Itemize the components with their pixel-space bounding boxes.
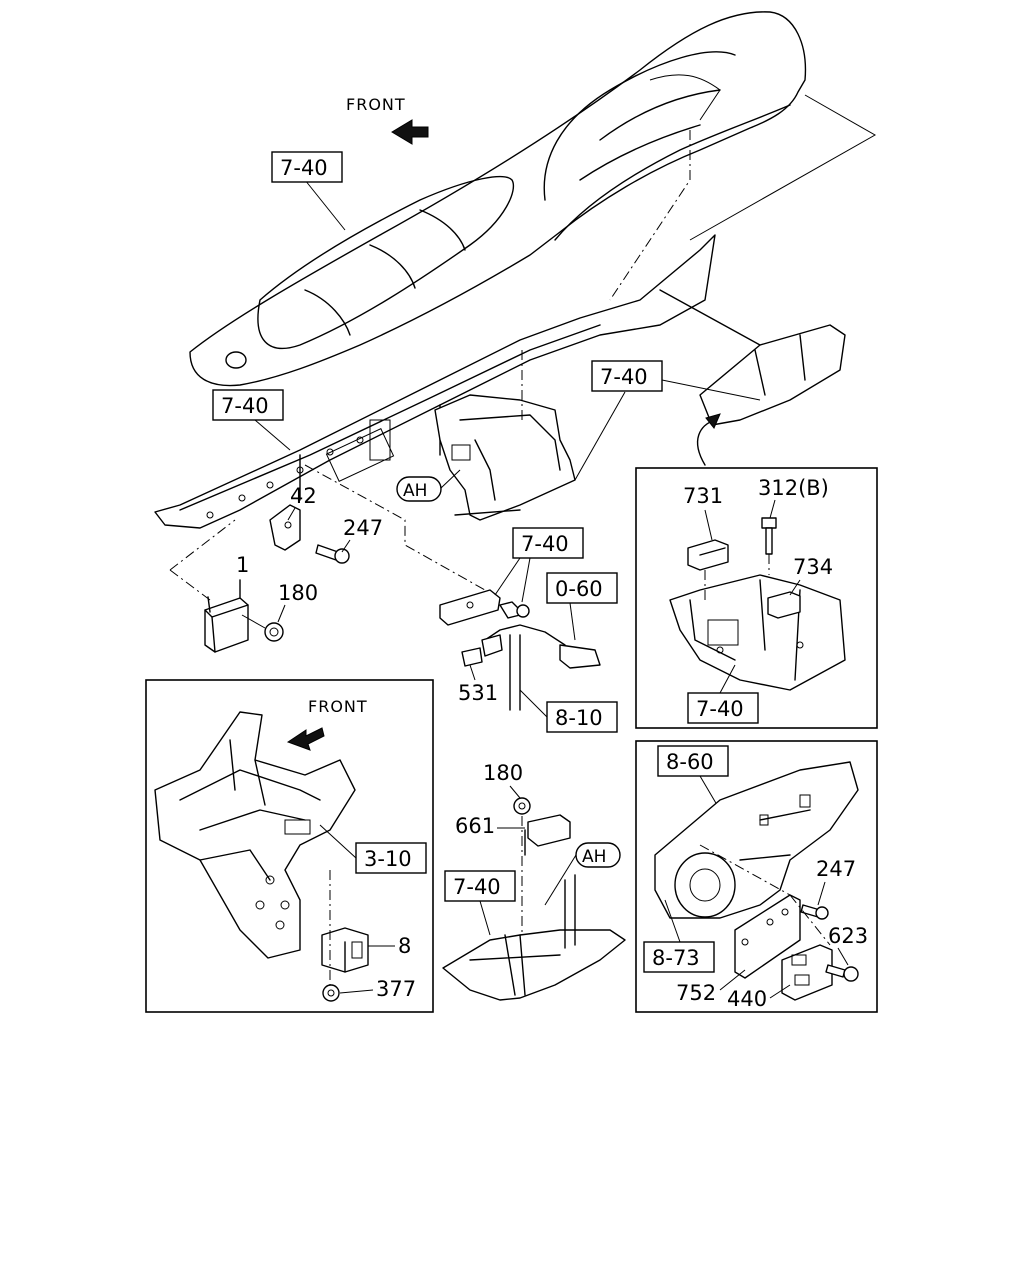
bolt-312b [761, 517, 777, 555]
front-arrow-lower [286, 727, 325, 751]
svg-text:7-40: 7-40 [280, 156, 328, 180]
bracket-42 [269, 504, 301, 551]
ref-box-8-10: 8-10 [546, 701, 618, 733]
callout-531: 531 [458, 681, 498, 705]
svg-text:7-40: 7-40 [453, 875, 501, 899]
svg-text:AH: AH [582, 847, 606, 867]
svg-text:8-10: 8-10 [555, 706, 603, 730]
callout-377: 377 [376, 977, 416, 1001]
callout-734: 734 [793, 555, 833, 579]
svg-text:7-40: 7-40 [600, 365, 648, 389]
svg-text:0-60: 0-60 [555, 577, 603, 601]
wire-harness [461, 624, 601, 711]
callout-247-right: 247 [816, 857, 856, 881]
svg-text:8-73: 8-73 [652, 946, 700, 970]
instrument-panel [189, 11, 807, 387]
center-bracket [434, 350, 576, 521]
callout-440: 440 [727, 987, 767, 1011]
callout-42: 42 [290, 484, 317, 508]
nut-377 [322, 984, 340, 1002]
bolt-247-left [315, 544, 350, 564]
ref-box-7-40-b: 7-40 [212, 389, 284, 421]
ref-box-7-40-c: 7-40 [591, 360, 663, 392]
heater-unit [654, 761, 859, 919]
bolt-623 [825, 964, 859, 982]
front-label-top: FRONT [346, 95, 406, 114]
cross-member-beam [154, 234, 846, 529]
callout-731: 731 [683, 484, 723, 508]
svg-text:AH: AH [403, 481, 427, 501]
callout-8: 8 [398, 934, 411, 958]
detail-panel-right-bottom [635, 740, 878, 1013]
bracket-detail-right [669, 574, 846, 691]
callout-752: 752 [676, 981, 716, 1005]
svg-text:3-10: 3-10 [364, 847, 412, 871]
callout-1: 1 [236, 553, 249, 577]
relay-731 [687, 539, 729, 571]
svg-text:7-40: 7-40 [221, 394, 269, 418]
ref-box-7-40-f: 7-40 [444, 870, 516, 902]
svg-text:7-40: 7-40 [696, 697, 744, 721]
module-440 [781, 944, 833, 1001]
callout-312b: 312(B) [758, 476, 829, 500]
ref-box-8-60: 8-60 [657, 745, 729, 777]
callout-623: 623 [828, 924, 868, 948]
callout-661: 661 [455, 814, 495, 838]
svg-text:8-60: 8-60 [666, 750, 714, 774]
ref-box-7-40-d: 7-40 [512, 527, 584, 559]
bolt-247-right [800, 904, 829, 920]
nut-180-lower [513, 797, 531, 815]
circle-ref-ah-lower: AH [575, 842, 621, 868]
callout-180-lower: 180 [483, 761, 523, 785]
ref-box-7-40-a: 7-40 [271, 151, 343, 183]
detail-panel-right-top [635, 467, 878, 729]
relay-734 [767, 591, 801, 619]
front-label-lower: FRONT [308, 697, 368, 716]
floor-bracket [154, 711, 356, 959]
detail-panel-left-bottom [145, 679, 434, 1013]
callout-247: 247 [343, 516, 383, 540]
floor-support-lower [442, 874, 626, 1001]
module-1 [204, 579, 249, 653]
circle-ref-ah-left: AH [396, 476, 442, 502]
harness-bracket [439, 589, 530, 626]
ref-box-7-40-e: 7-40 [687, 692, 759, 724]
module-8 [321, 927, 369, 973]
callout-180: 180 [278, 581, 318, 605]
front-arrow-top: FRONT [346, 95, 429, 145]
ref-box-3-10: 3-10 [355, 842, 427, 874]
ref-box-8-73: 8-73 [643, 941, 715, 973]
sensor-661 [524, 814, 571, 856]
ref-box-0-60: 0-60 [546, 572, 618, 604]
nut-180-left [264, 622, 284, 642]
svg-text:7-40: 7-40 [521, 532, 569, 556]
